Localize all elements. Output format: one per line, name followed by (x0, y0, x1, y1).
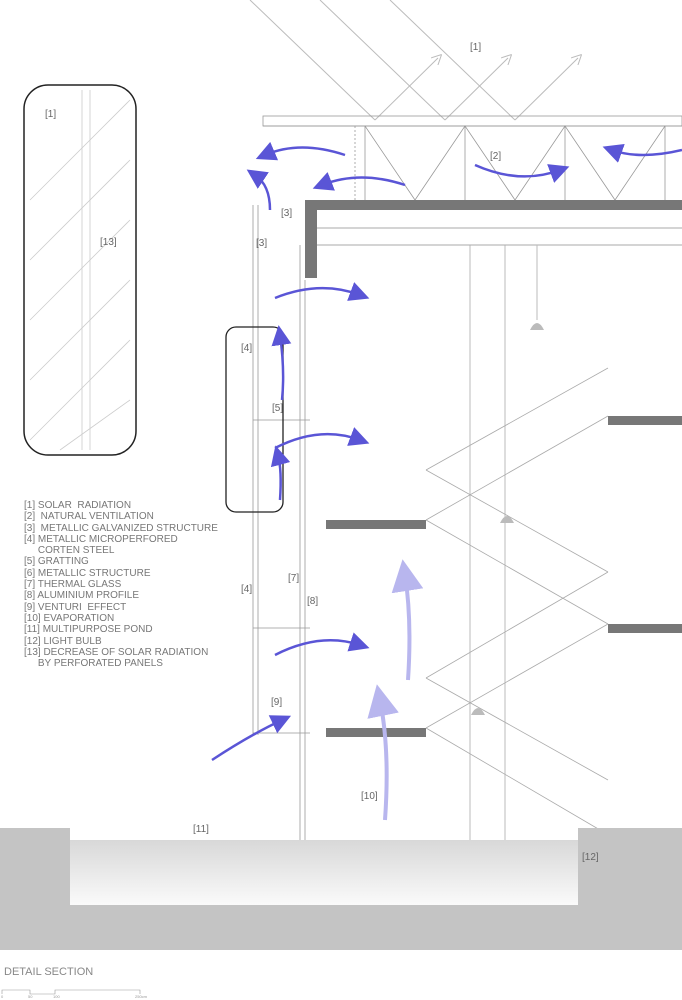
highlight-box (225, 326, 284, 513)
legend-item: CORTEN STEEL (24, 545, 115, 557)
legend-item: BY PERFORATED PANELS (24, 658, 163, 670)
scale-tick: 50 (28, 994, 33, 999)
callout-1: [1] (470, 42, 482, 53)
facade (252, 205, 310, 840)
drawing-title: DETAIL SECTION (4, 966, 94, 978)
callout-4: [4] (241, 343, 253, 354)
legend-item: [7] THERMAL GLASS (24, 579, 122, 591)
ventilation-arrows (211, 141, 682, 762)
solar-rays (249, 0, 578, 121)
callout-7: [7] (288, 573, 300, 584)
legend-item: [6] METALLIC STRUCTURE (24, 567, 151, 579)
callout-3: [3] (256, 238, 268, 249)
scale-tick: 0 (1, 994, 4, 999)
scale-bar (1, 989, 141, 995)
light-bulb-icon (471, 245, 544, 715)
scale-tick: 100 (53, 994, 60, 999)
detail-panel (23, 84, 137, 456)
legend-item: [8] ALUMINIUM PROFILE (24, 590, 140, 602)
legend-item: [4] METALLIC MICROPERFORED (24, 533, 178, 545)
stairs (425, 245, 609, 840)
legend-item: [10] EVAPORATION (24, 612, 115, 624)
detail-callout-1: [1] (45, 109, 57, 120)
detail-callout-13: [13] (100, 237, 117, 248)
roof-structure (262, 115, 682, 201)
callout-8: [8] (307, 596, 319, 607)
callout-2: [2] (490, 151, 502, 162)
evaporation-arrows (367, 559, 424, 821)
legend-item: [1] SOLAR RADIATION (24, 500, 132, 511)
callout-4: [4] (241, 584, 253, 595)
callout-5: [5] (272, 403, 284, 414)
legend: [1] SOLAR RADIATION [2] NATURAL VENTILAT… (24, 500, 218, 669)
legend-item: [3] METALLIC GALVANIZED STRUCTURE (24, 522, 218, 534)
callout-3: [3] (281, 208, 293, 219)
roof-slab (305, 200, 682, 278)
pond (70, 840, 578, 905)
legend-item: [13] DECREASE OF SOLAR RADIATION (24, 646, 209, 658)
ground (0, 828, 682, 950)
legend-item: [2] NATURAL VENTILATION (24, 511, 154, 523)
scale-tick: 250cm (135, 994, 148, 999)
legend-item: [9] VENTURI EFFECT (24, 601, 127, 613)
callout-9: [9] (271, 697, 283, 708)
legend-item: [12] LIGHT BULB (24, 635, 102, 647)
callout-12: [12] (582, 852, 599, 863)
callout-10: [10] (361, 791, 378, 802)
callout-11: [11] (193, 824, 209, 835)
legend-item: [11] MULTIPURPOSE POND (24, 624, 153, 636)
floor-slabs (326, 416, 682, 737)
legend-item: [5] GRATTING (24, 556, 89, 568)
